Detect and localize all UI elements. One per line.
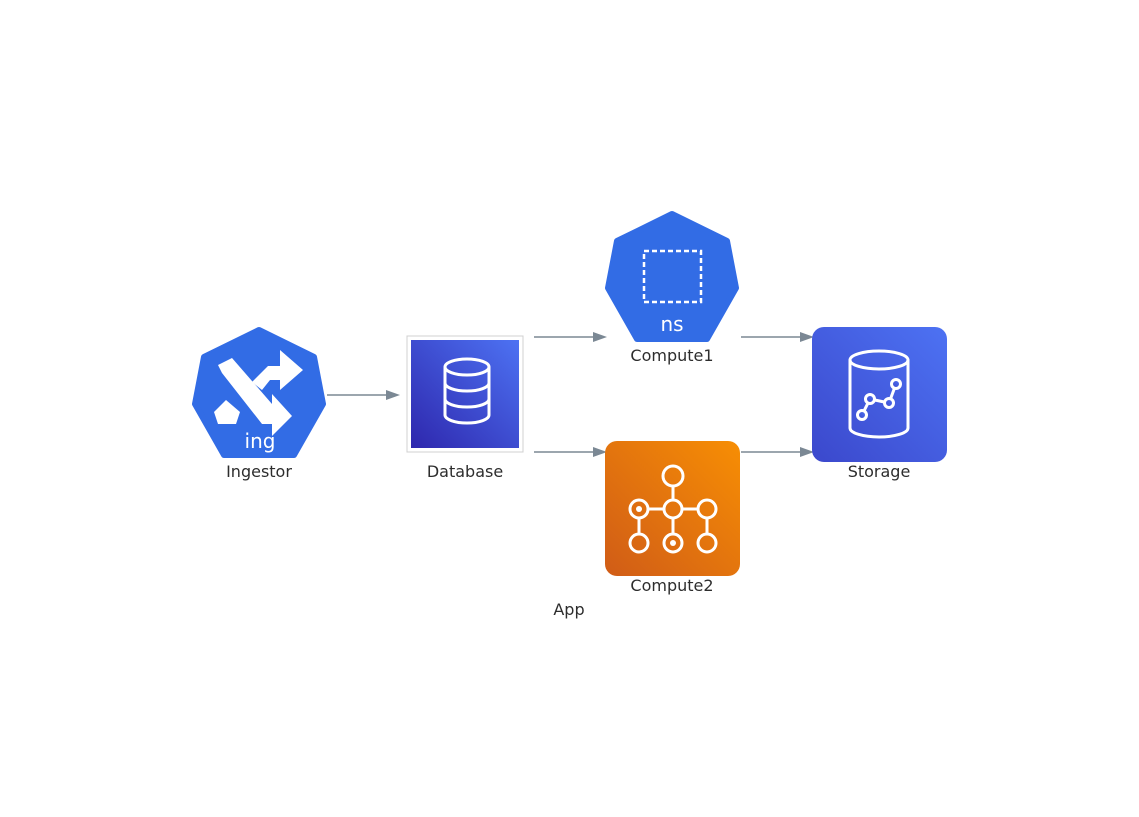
database-label: Database bbox=[427, 462, 503, 481]
namespace-dashed-box bbox=[642, 249, 703, 304]
edge-compute2-to-storage bbox=[741, 447, 814, 457]
edge-database-to-compute2 bbox=[534, 447, 607, 457]
node-ingestor[interactable]: ing Ingestor bbox=[192, 327, 326, 481]
node-compute1[interactable]: ns Compute1 bbox=[605, 211, 739, 365]
node-storage[interactable]: Storage bbox=[812, 327, 947, 481]
airflow-workflow-icon bbox=[628, 464, 718, 554]
compute1-label: Compute1 bbox=[630, 346, 713, 365]
storage-tile bbox=[812, 327, 947, 462]
crossing-arrow-shape bbox=[218, 358, 292, 436]
k8s-ingress-icon: ing bbox=[192, 327, 326, 458]
cluster-label: App bbox=[553, 600, 584, 619]
k8s-namespace-icon: ns bbox=[605, 211, 739, 342]
ingestor-label: Ingestor bbox=[226, 462, 292, 481]
edge-compute1-to-storage bbox=[741, 332, 814, 342]
database-tile bbox=[411, 340, 519, 448]
edge-database-to-compute1 bbox=[534, 332, 607, 342]
crossing-arrow-shape bbox=[252, 350, 303, 390]
compute2-label: Compute2 bbox=[630, 576, 713, 595]
workflow-dot bbox=[636, 506, 642, 512]
compute1-icon-text: ns bbox=[660, 312, 683, 336]
workflow-dot bbox=[670, 540, 676, 546]
node-compute2[interactable]: Compute2 bbox=[605, 441, 740, 595]
compute2-tile bbox=[605, 441, 740, 576]
storage-label: Storage bbox=[848, 462, 911, 481]
analytics-storage-icon bbox=[848, 349, 910, 439]
arrow-tail-shape bbox=[214, 400, 240, 424]
node-database[interactable]: Database bbox=[406, 335, 524, 481]
edge-ingestor-to-database bbox=[327, 390, 400, 400]
database-icon bbox=[443, 357, 491, 425]
ingestor-icon-text: ing bbox=[245, 429, 276, 453]
